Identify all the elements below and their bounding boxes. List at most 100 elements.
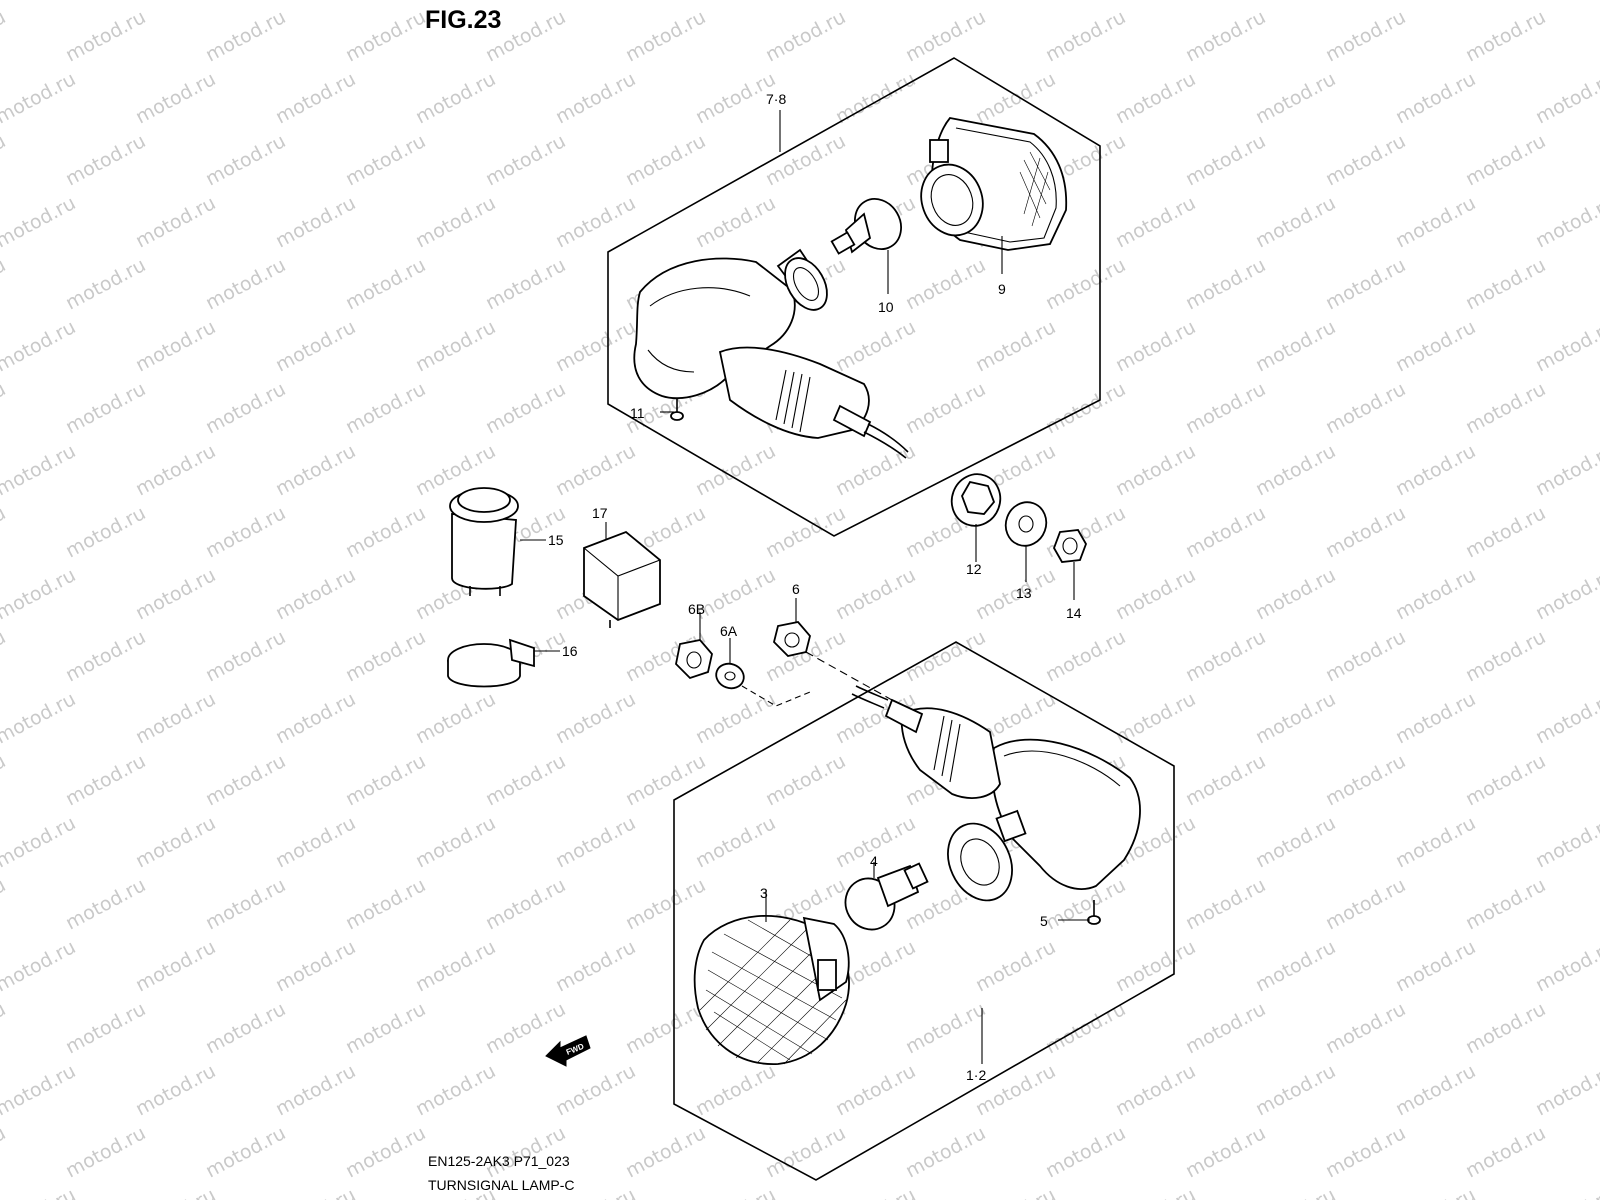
watermark-text: motod.ru xyxy=(622,130,709,190)
watermark-text: motod.ru xyxy=(1182,998,1269,1058)
watermark-text: motod.ru xyxy=(1252,1184,1339,1200)
watermark-text: motod.ru xyxy=(1532,316,1600,376)
watermark-text: motod.ru xyxy=(902,626,989,686)
watermark-text: motod.ru xyxy=(0,1184,79,1200)
watermark-text: motod.ru xyxy=(342,378,429,438)
watermark-text: motod.ru xyxy=(132,936,219,996)
watermark-text: motod.ru xyxy=(1392,688,1479,748)
watermark-text: motod.ru xyxy=(1182,750,1269,810)
watermark-text: motod.ru xyxy=(1042,502,1129,562)
callout-7-8: 7·8 xyxy=(766,91,786,107)
watermark-text: motod.ru xyxy=(482,750,569,810)
watermark-text: motod.ru xyxy=(1182,502,1269,562)
watermark-text: motod.ru xyxy=(62,998,149,1058)
watermark-text: motod.ru xyxy=(62,874,149,934)
relay-can xyxy=(449,487,546,596)
watermark-text: motod.ru xyxy=(1322,750,1409,810)
clamp-bracket xyxy=(447,638,560,688)
watermark-text: motod.ru xyxy=(272,564,359,624)
watermark-text: motod.ru xyxy=(692,1060,779,1120)
watermark-text: motod.ru xyxy=(1392,316,1479,376)
watermark-text: motod.ru xyxy=(62,502,149,562)
watermark-text: motod.ru xyxy=(762,130,849,190)
upper-lens xyxy=(920,117,1068,251)
watermark-text: motod.ru xyxy=(972,0,1059,4)
watermark-text: motod.ru xyxy=(412,0,499,4)
watermark-text: motod.ru xyxy=(552,68,639,128)
watermark-text: motod.ru xyxy=(1042,6,1129,66)
watermark-text: motod.ru xyxy=(692,688,779,748)
watermark-text: motod.ru xyxy=(1042,254,1129,314)
figure-title: FIG.23 xyxy=(425,6,501,34)
callout-1-2: 1·2 xyxy=(966,1067,986,1083)
callout-16: 16 xyxy=(562,643,578,659)
watermark-text: motod.ru xyxy=(342,254,429,314)
watermark-text: motod.ru xyxy=(832,440,919,500)
watermark-text: motod.ru xyxy=(272,1184,359,1200)
watermark-text: motod.ru xyxy=(132,812,219,872)
watermark-text: motod.ru xyxy=(482,130,569,190)
callout-6: 6 xyxy=(792,581,800,597)
watermark-text: motod.ru xyxy=(342,502,429,562)
watermark-text: motod.ru xyxy=(62,626,149,686)
watermark-text: motod.ru xyxy=(832,316,919,376)
callout-11: 11 xyxy=(630,405,645,421)
watermark-text: motod.ru xyxy=(202,254,289,314)
watermark-text: motod.ru xyxy=(1462,874,1549,934)
watermark-text: motod.ru xyxy=(0,440,79,500)
callout-12: 12 xyxy=(966,561,982,577)
watermark-text: motod.ru xyxy=(1462,130,1549,190)
watermark-text: motod.ru xyxy=(1252,192,1339,252)
watermark-text: motod.ru xyxy=(1392,68,1479,128)
watermark-text: motod.ru xyxy=(762,1122,849,1182)
watermark-text: motod.ru xyxy=(342,130,429,190)
watermark-text: motod.ru xyxy=(972,1184,1059,1200)
watermark-text: motod.ru xyxy=(132,0,219,4)
watermark-text: motod.ru xyxy=(1112,1060,1199,1120)
upper-assembly-frame xyxy=(607,57,1101,537)
watermark-text: motod.ru xyxy=(0,1060,79,1120)
watermark-text: motod.ru xyxy=(1042,626,1129,686)
watermark-text: motod.ru xyxy=(1392,564,1479,624)
lower-bulb xyxy=(844,862,929,931)
watermark-text: motod.ru xyxy=(1392,0,1479,4)
watermark-text: motod.ru xyxy=(202,378,289,438)
watermark-text: motod.ru xyxy=(902,998,989,1058)
watermark-text: motod.ru xyxy=(1392,440,1479,500)
watermark-text: motod.ru xyxy=(1182,130,1269,190)
watermark-text: motod.ru xyxy=(1532,192,1600,252)
watermark-text: motod.ru xyxy=(1252,688,1339,748)
watermark-text: motod.ru xyxy=(692,192,779,252)
watermark-text: motod.ru xyxy=(202,626,289,686)
watermark-text: motod.ru xyxy=(972,316,1059,376)
upper-screw xyxy=(670,398,684,421)
watermark-text: motod.ru xyxy=(832,564,919,624)
watermark-text: motod.ru xyxy=(0,0,79,4)
watermark-text: motod.ru xyxy=(762,6,849,66)
watermark-text: motod.ru xyxy=(552,936,639,996)
watermark-text: motod.ru xyxy=(0,6,9,66)
watermark-text: motod.ru xyxy=(272,440,359,500)
nut-washer-small xyxy=(675,598,893,707)
watermark-text: motod.ru xyxy=(1322,502,1409,562)
callout-3: 3 xyxy=(760,885,768,901)
watermark-text: motod.ru xyxy=(902,378,989,438)
watermark-text: motod.ru xyxy=(622,998,709,1058)
watermark-text: motod.ru xyxy=(0,750,9,810)
watermark-text: motod.ru xyxy=(1182,1122,1269,1182)
watermark-text: motod.ru xyxy=(1462,1122,1549,1182)
watermark-text: motod.ru xyxy=(412,812,499,872)
watermark-text: motod.ru xyxy=(202,874,289,934)
watermark-text: motod.ru xyxy=(62,130,149,190)
watermark-text: motod.ru xyxy=(692,440,779,500)
watermark-text: motod.ru xyxy=(132,1184,219,1200)
lower-lens xyxy=(693,890,850,1065)
watermark-text: motod.ru xyxy=(1182,874,1269,934)
watermark-text: motod.ru xyxy=(0,502,9,562)
watermark-text: motod.ru xyxy=(552,192,639,252)
watermark-text: motod.ru xyxy=(482,874,569,934)
watermark-text: motod.ru xyxy=(132,316,219,376)
watermark-text: motod.ru xyxy=(272,0,359,4)
watermark-text: motod.ru xyxy=(412,68,499,128)
